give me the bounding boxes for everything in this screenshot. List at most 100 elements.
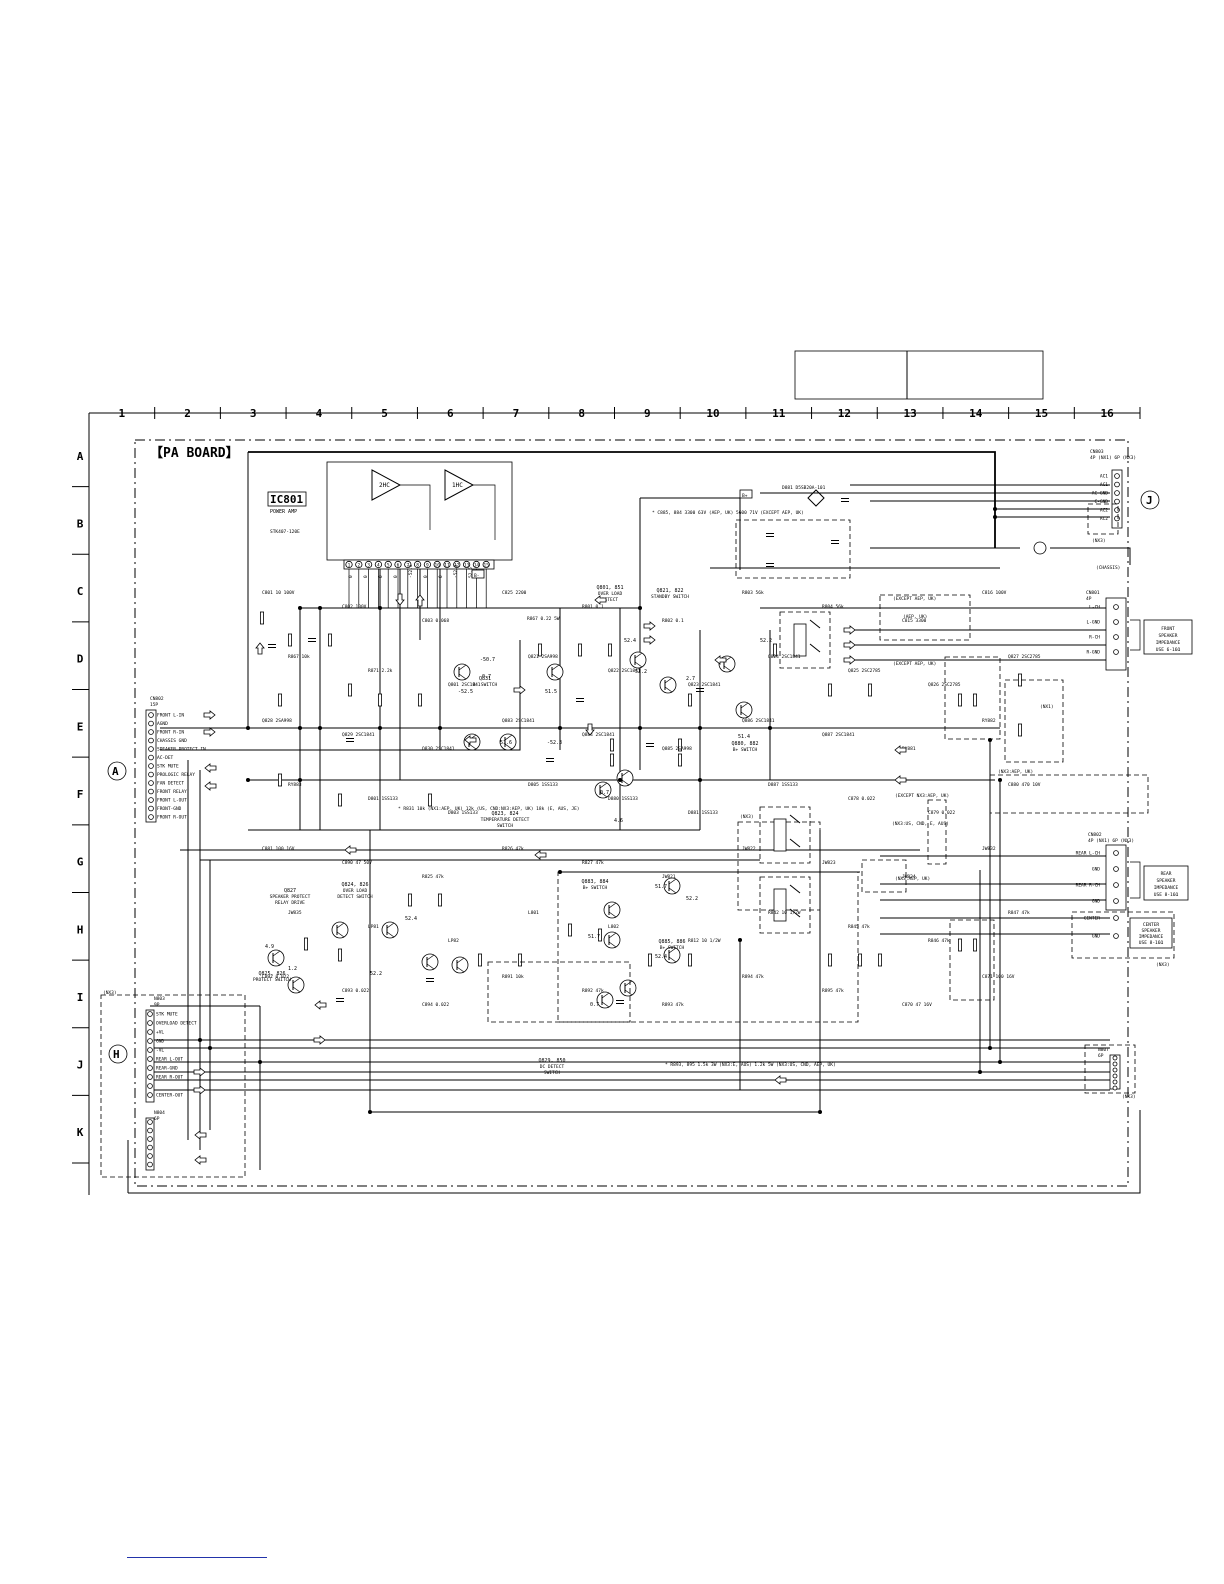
voltage-label: 4.6	[614, 818, 623, 824]
part-label: R893 47k	[662, 1002, 684, 1008]
connector-pin-label: AC2	[1100, 508, 1108, 514]
ic-pin	[394, 560, 402, 569]
connector-pin	[1113, 634, 1119, 640]
relay-contact	[809, 619, 821, 629]
ic-pin	[355, 560, 363, 569]
block-desc: PROTECT SWITCH	[253, 977, 291, 983]
resistor	[277, 773, 282, 787]
part-label: R801 0.1	[582, 604, 604, 610]
front-sp-ref: CN801	[1086, 590, 1100, 596]
rear-speaker-connector: CN802 4P (NX1) 6P (NX3) REAR L-CHGNDREAR…	[1076, 832, 1189, 911]
ic-pin	[472, 560, 480, 569]
voltage-label: 51.4	[738, 734, 750, 740]
part-label: D805 1SS133	[528, 782, 558, 788]
resistor	[958, 938, 963, 952]
resistor	[973, 938, 978, 952]
connector-pin	[147, 1020, 153, 1026]
connector-a-letter: A	[112, 765, 119, 778]
connector-pin-label: C-GND	[1094, 499, 1108, 505]
resistor	[538, 643, 543, 657]
transistor-collector	[456, 957, 465, 964]
voltage-label: 4.9	[265, 944, 274, 950]
transistor-collector	[608, 902, 617, 909]
part-label: R827 47k	[582, 860, 604, 866]
relay-coil	[773, 888, 787, 922]
voltage-label: 0.7	[482, 674, 491, 680]
front-sp-pins-label: 4P	[1086, 596, 1092, 602]
connector-a-ref: CN802	[150, 696, 164, 702]
junction-dot	[768, 726, 772, 730]
signal-arrow	[255, 642, 265, 655]
transistor-collector	[272, 950, 281, 957]
col-label-15: 15	[1035, 407, 1048, 420]
ic-pin-voltage: -52.5	[408, 564, 414, 578]
connector-pin	[148, 771, 154, 778]
part-label: C881 100 16V	[262, 846, 295, 852]
signal-arrow	[193, 1085, 206, 1095]
junction-dot	[318, 606, 322, 610]
part-label: Q824 2SC1841	[768, 654, 801, 660]
signal-arrow	[894, 745, 907, 755]
junction-dot	[246, 778, 250, 782]
transistor-collector	[668, 947, 677, 954]
part-label: C894 0.022	[422, 1002, 449, 1008]
voltage-label: 52.2	[760, 638, 772, 644]
transistor-collector	[426, 954, 435, 961]
connector-pin	[147, 1083, 153, 1089]
ic-part: STK407-120E	[270, 529, 300, 535]
ic-pin-voltage: 0	[438, 575, 444, 578]
signal-arrow	[395, 593, 405, 606]
connector-pin-label: GND	[1092, 867, 1100, 873]
transistor	[546, 663, 564, 681]
col-label-5: 5	[381, 407, 388, 420]
junction-dot	[298, 606, 302, 610]
ic-pin	[413, 560, 422, 569]
connector-pin	[1113, 915, 1119, 921]
transistor-collector	[458, 664, 467, 671]
signal-arrow	[714, 655, 727, 665]
transistor	[663, 877, 681, 895]
connector-pin	[147, 1065, 153, 1071]
connector-pin	[147, 1136, 153, 1142]
resistor	[477, 953, 482, 967]
part-label: JW832	[982, 846, 996, 852]
relay-enclosure	[759, 876, 811, 934]
junction-dot	[298, 778, 302, 782]
voltage-label: 52.2	[686, 896, 698, 902]
connector-pin-label: FRONT RELAY	[157, 789, 187, 795]
row-label-G: G	[77, 856, 84, 869]
part-label: LP81	[368, 924, 379, 930]
resistor	[828, 953, 833, 967]
block-ref: Q823, 824	[491, 811, 518, 817]
part-label: JW822	[742, 846, 756, 852]
part-label: R845 47k	[848, 924, 870, 930]
region-labels: (EXCEPT AEP, UK)(AEP, UK)(EXCEPT AEP, UK…	[740, 596, 1054, 882]
transistor-emitter	[458, 673, 467, 680]
col-label-6: 6	[447, 407, 454, 420]
part-label: L802	[608, 924, 619, 930]
part-label: D880 1SS133	[608, 796, 638, 802]
resistor	[773, 643, 778, 657]
connector-pin	[148, 780, 154, 786]
col-label-14: 14	[969, 407, 983, 420]
ic-pin-voltage: -52.3	[453, 564, 459, 578]
block-desc: B+ SWITCH	[660, 945, 685, 951]
transistor-collector	[668, 878, 677, 885]
relay-coil	[773, 818, 787, 852]
n807-ref: N807	[1098, 1047, 1109, 1053]
connector-pin-label: SPEAKER PROTECT IN	[157, 747, 206, 753]
connector-pin	[148, 797, 154, 803]
ic-pin-voltage: 52.5	[468, 567, 474, 578]
transistor-collector	[504, 734, 513, 741]
signal-arrow	[203, 710, 216, 720]
resistor	[1018, 723, 1023, 737]
connector-pin	[1112, 1079, 1118, 1085]
transistor-collector	[624, 980, 633, 987]
ic-pin-number: 4	[377, 562, 380, 568]
